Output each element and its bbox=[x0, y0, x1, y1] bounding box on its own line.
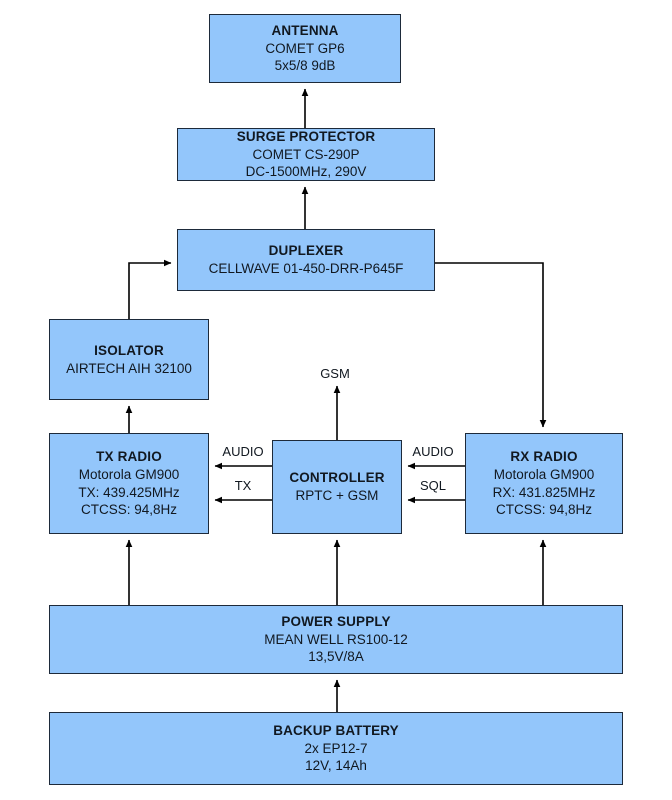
node-antenna-title: ANTENNA bbox=[271, 23, 339, 39]
wire-isolator-to-duplexer bbox=[128, 259, 172, 319]
node-controller-title: CONTROLLER bbox=[289, 470, 385, 486]
node-rx-radio[interactable]: RX RADIO Motorola GM900 RX: 431.825MHz C… bbox=[465, 433, 623, 534]
node-duplexer-line-1: CELLWAVE 01-450-DRR-P645F bbox=[208, 261, 404, 276]
edge-label-gsm: GSM bbox=[320, 366, 350, 381]
wire-duplexer-to-rx bbox=[435, 262, 547, 428]
node-isolator-title: ISOLATOR bbox=[94, 342, 164, 358]
node-tx-radio-title: TX RADIO bbox=[96, 449, 162, 465]
node-backup-battery-title: BACKUP BATTERY bbox=[273, 723, 399, 739]
node-rx-radio-line-3: CTCSS: 94,8Hz bbox=[495, 502, 593, 518]
node-tx-radio-line-1: Motorola GM900 bbox=[78, 466, 180, 482]
node-duplexer[interactable]: DUPLEXER CELLWAVE 01-450-DRR-P645F bbox=[177, 229, 435, 291]
node-backup-battery[interactable]: BACKUP BATTERY 2x EP12-7 12V, 14Ah bbox=[49, 712, 623, 785]
edge-label-sql: SQL bbox=[419, 478, 446, 493]
node-power-supply-title: POWER SUPPLY bbox=[281, 614, 391, 630]
node-tx-radio-line-2: TX: 439.425MHz bbox=[78, 484, 180, 500]
node-antenna[interactable]: ANTENNA COMET GP6 5x5/8 9dB bbox=[209, 14, 401, 83]
node-rx-radio-line-1: Motorola GM900 bbox=[493, 466, 595, 482]
node-controller-line-1: RPTC + GSM bbox=[295, 488, 379, 503]
node-power-supply-line-2: 13,5V/8A bbox=[308, 649, 364, 665]
node-surge-protector[interactable]: SURGE PROTECTOR COMET CS-290P DC-1500MHz… bbox=[177, 128, 435, 181]
node-controller[interactable]: CONTROLLER RPTC + GSM bbox=[272, 440, 402, 534]
node-tx-radio-line-3: CTCSS: 94,8Hz bbox=[80, 502, 178, 518]
node-backup-battery-line-2: 12V, 14Ah bbox=[305, 758, 367, 774]
node-surge-protector-line-2: DC-1500MHz, 290V bbox=[245, 164, 367, 180]
node-antenna-line-2: 5x5/8 9dB bbox=[274, 58, 336, 74]
node-surge-protector-title: SURGE PROTECTOR bbox=[236, 129, 376, 145]
node-isolator-line-1: AIRTECH AIH 32100 bbox=[66, 360, 192, 376]
node-power-supply-line-1: MEAN WELL RS100-12 bbox=[264, 631, 408, 647]
node-rx-radio-line-2: RX: 431.825MHz bbox=[492, 484, 596, 500]
node-rx-radio-title: RX RADIO bbox=[510, 449, 578, 465]
node-duplexer-title: DUPLEXER bbox=[268, 243, 344, 259]
node-isolator[interactable]: ISOLATOR AIRTECH AIH 32100 bbox=[49, 319, 209, 400]
node-backup-battery-line-1: 2x EP12-7 bbox=[304, 740, 368, 756]
node-antenna-line-1: COMET GP6 bbox=[265, 40, 345, 56]
node-tx-radio[interactable]: TX RADIO Motorola GM900 TX: 439.425MHz C… bbox=[49, 433, 209, 534]
node-power-supply[interactable]: POWER SUPPLY MEAN WELL RS100-12 13,5V/8A bbox=[49, 605, 623, 674]
node-surge-protector-line-1: COMET CS-290P bbox=[252, 146, 360, 162]
edge-label-audio-left: AUDIO bbox=[222, 444, 264, 459]
edge-label-tx: TX bbox=[234, 478, 252, 493]
edge-label-audio-right: AUDIO bbox=[412, 444, 454, 459]
